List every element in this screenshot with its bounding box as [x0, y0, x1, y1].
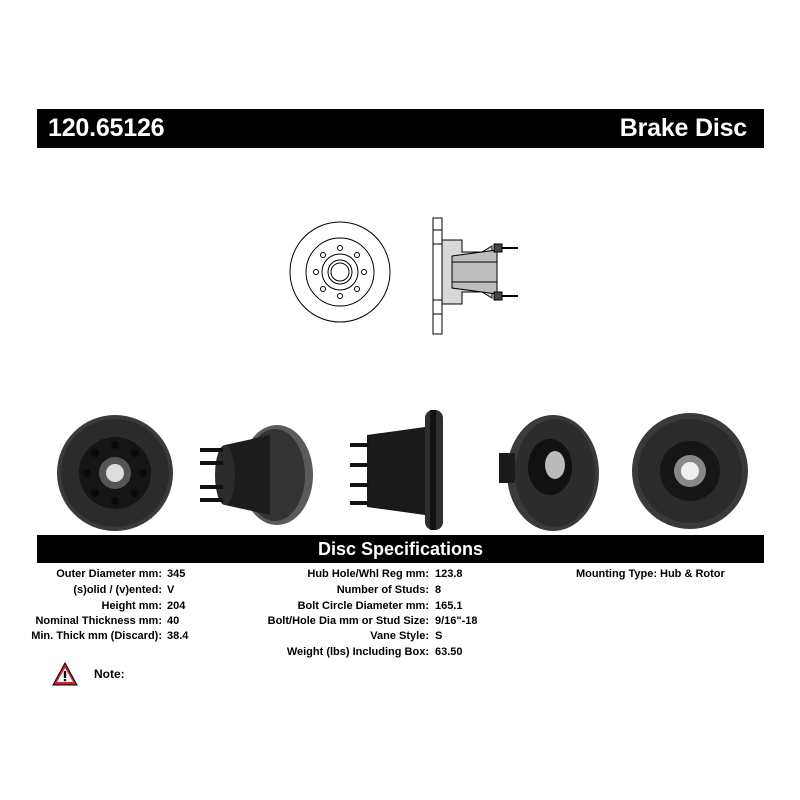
- spec-label: Min. Thick mm (Discard):: [31, 630, 162, 642]
- note-label: Note:: [94, 667, 125, 681]
- specs-title-bar: Disc Specifications: [37, 535, 764, 563]
- spec-label: Mounting Type:: [575, 568, 657, 580]
- rotor-photo-angle-right: [499, 415, 599, 531]
- spec-value: 345: [167, 568, 186, 580]
- spec-label: Number of Studs:: [336, 584, 429, 596]
- front-view-drawing: [289, 221, 391, 323]
- warning-icon: [52, 662, 78, 686]
- spec-value: 165.1: [435, 600, 463, 612]
- note: Note:: [52, 662, 125, 686]
- rotor-photo-front: [57, 415, 173, 531]
- spec-label: Bolt/Hole Dia mm or Stud Size:: [267, 615, 429, 627]
- spec-label: Height mm:: [101, 600, 163, 612]
- spec-label: Nominal Thickness mm:: [35, 615, 162, 627]
- spec-value: S: [435, 630, 443, 642]
- spec-label: Bolt Circle Diameter mm:: [297, 600, 429, 612]
- technical-drawing: [289, 217, 518, 335]
- spec-label: Hub Hole/Whl Reg mm:: [307, 568, 429, 580]
- rotor-photo-back: [632, 413, 748, 529]
- spec-value: 9/16"-18: [435, 615, 478, 627]
- rotor-photo-side: [350, 410, 443, 530]
- header-bar: 120.65126 Brake Disc: [37, 109, 764, 148]
- spec-label: (s)olid / (v)ented:: [73, 584, 162, 596]
- spec-value: 40: [167, 615, 180, 627]
- product-type: Brake Disc: [619, 114, 747, 142]
- spec-value: V: [167, 584, 175, 596]
- spec-label: Vane Style:: [370, 630, 429, 642]
- spec-value: 63.50: [435, 646, 463, 658]
- spec-value: 123.8: [435, 568, 463, 580]
- spec-value: Hub & Rotor: [660, 568, 725, 580]
- side-view-drawing: [432, 217, 518, 335]
- spec-label: Weight (lbs) Including Box:: [286, 646, 429, 658]
- spec-value: 204: [167, 600, 186, 612]
- spec-value: 38.4: [167, 630, 189, 642]
- spec-label: Outer Diameter mm:: [56, 568, 162, 580]
- spec-value: 8: [435, 584, 442, 596]
- rotor-photo-angle-left: [200, 425, 313, 525]
- part-number: 120.65126: [48, 114, 165, 142]
